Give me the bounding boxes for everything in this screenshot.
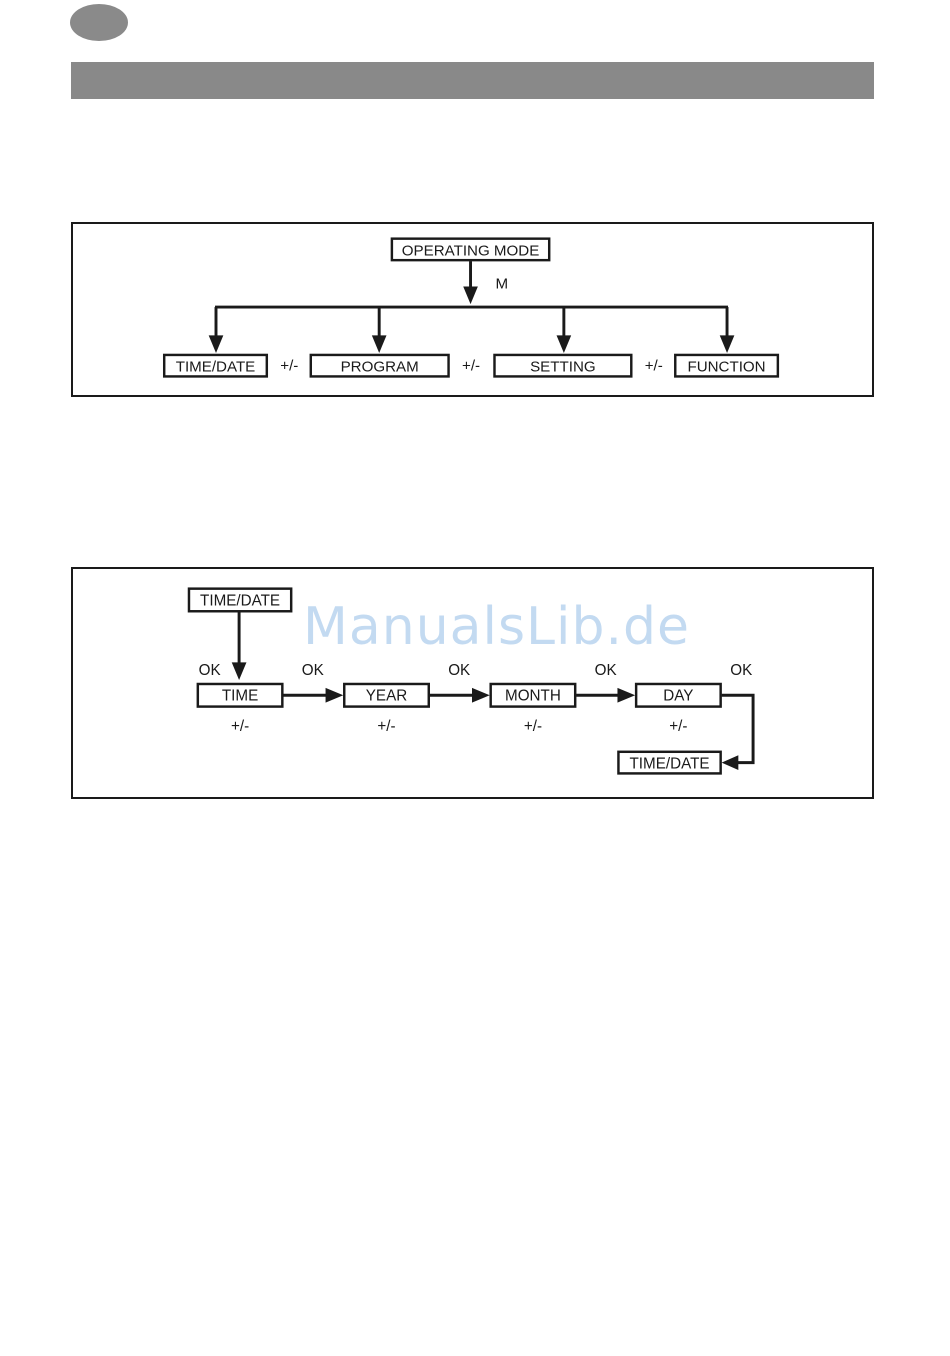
operating-mode-diagram: OPERATING MODE M TIME/DATE +/- PROGRAM +… (71, 222, 874, 397)
arrowhead-time-year (326, 688, 344, 703)
page-badge (70, 4, 128, 41)
branch-arrowhead-function (720, 335, 735, 353)
watermark-text: ManualsLib.de (303, 597, 690, 657)
adjust-label-day: +/- (669, 718, 687, 735)
end-time-date-label: TIME/DATE (630, 756, 710, 773)
month-label: MONTH (505, 688, 561, 705)
time-label: TIME (222, 688, 258, 705)
ok-label-5: OK (730, 662, 752, 679)
plus-minus-label-2: +/- (462, 358, 480, 375)
branch-arrowhead-program (372, 335, 387, 353)
plus-minus-label-3: +/- (645, 358, 663, 375)
adjust-label-month: +/- (524, 718, 542, 735)
section-header-bar (71, 62, 874, 99)
adjust-label-year: +/- (377, 718, 395, 735)
time-date-label: TIME/DATE (176, 359, 256, 376)
ok-label-4: OK (595, 662, 617, 679)
trunk-arrowhead (463, 287, 478, 305)
start-down-arrowhead (232, 662, 247, 680)
function-label: FUNCTION (687, 359, 765, 376)
branch-arrowhead-setting (557, 335, 572, 353)
return-arrowhead (722, 755, 739, 770)
adjust-label-time: +/- (231, 718, 249, 735)
operating-mode-label: OPERATING MODE (402, 242, 540, 259)
plus-minus-label-1: +/- (280, 358, 298, 375)
ok-label-1: OK (199, 662, 221, 679)
arrowhead-year-month (472, 688, 490, 703)
time-date-sequence-diagram: TIME/DATE OK OK OK OK OK TIME YEAR MONTH… (71, 567, 874, 799)
program-label: PROGRAM (341, 359, 419, 376)
setting-label: SETTING (530, 359, 596, 376)
day-label: DAY (663, 688, 693, 705)
operating-mode-svg: OPERATING MODE M TIME/DATE +/- PROGRAM +… (73, 224, 872, 395)
m-key-label: M (495, 275, 508, 292)
branch-arrowhead-time-date (209, 335, 224, 353)
ok-label-3: OK (448, 662, 470, 679)
return-path-line (722, 695, 753, 762)
start-time-date-label: TIME/DATE (200, 592, 280, 609)
ok-label-2: OK (302, 662, 324, 679)
arrowhead-month-day (617, 688, 635, 703)
year-label: YEAR (366, 688, 407, 705)
